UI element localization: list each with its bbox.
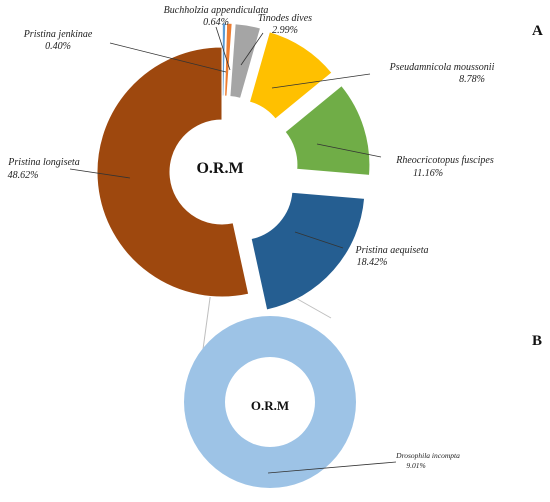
center-label-a: O.R.M [196, 160, 243, 177]
slice-pristina-longiseta [96, 46, 250, 298]
leader-line-pristina-longiseta [69, 168, 131, 179]
leader-lines [69, 26, 397, 474]
label-pseudamnicola-name: Pseudamnicola moussonii [389, 62, 495, 73]
label-pristina-jenkinae-name: Pristina jenkinae [23, 29, 93, 40]
slice-rheocricotopus-fuscipes [284, 84, 371, 176]
label-tinodes-value: 2.99% [272, 25, 298, 36]
label-rheocricotopus-name: Rheocricotopus fuscipes [395, 155, 494, 166]
donut-chart-b [184, 316, 356, 488]
center-label-b: O.R.M [251, 398, 289, 413]
leader-line-pseudamnicola [271, 73, 371, 89]
label-pseudamnicola-value: 8.78% [459, 74, 485, 85]
label-buchholzia-value: 0.64% [203, 17, 229, 28]
leader-line-buchholzia [215, 26, 231, 71]
slice-buchholzia-appendiculata [224, 22, 233, 97]
label-pristina-aequiseta-value: 18.42% [357, 257, 388, 268]
label-pristina-longiseta-value: 48.62% [8, 170, 39, 181]
leader-line-pristina-aequiseta [294, 231, 344, 249]
leader-line-rheocricotopus [316, 143, 382, 158]
slice-tinodes-dives [229, 23, 262, 99]
label-drosophila-name: Drosophila incompta [395, 451, 460, 460]
label-pristina-longiseta-name: Pristina longiseta [7, 157, 79, 168]
label-drosophila-value: 9.01% [406, 461, 425, 470]
slice-pseudamnicola-moussonii [248, 31, 333, 120]
label-rheocricotopus-value: 11.16% [413, 168, 443, 179]
donut-chart-a [96, 22, 371, 311]
panel-label-b: B [532, 333, 542, 349]
slice-pristina-aequiseta [250, 191, 366, 311]
label-pristina-aequiseta-name: Pristina aequiseta [354, 245, 428, 256]
leader-line-tinodes [240, 32, 264, 66]
slice-drosophila-incompta [184, 316, 356, 488]
leader-line-drosophila [267, 461, 397, 474]
leader-line-pristina-jenkinae [109, 42, 227, 73]
label-pristina-jenkinae-value: 0.40% [45, 41, 71, 52]
label-tinodes-name: Tinodes dives [258, 13, 312, 24]
panel-label-a: A [532, 23, 543, 39]
label-buchholzia-name: Buchholzia appendiculata [164, 5, 269, 16]
